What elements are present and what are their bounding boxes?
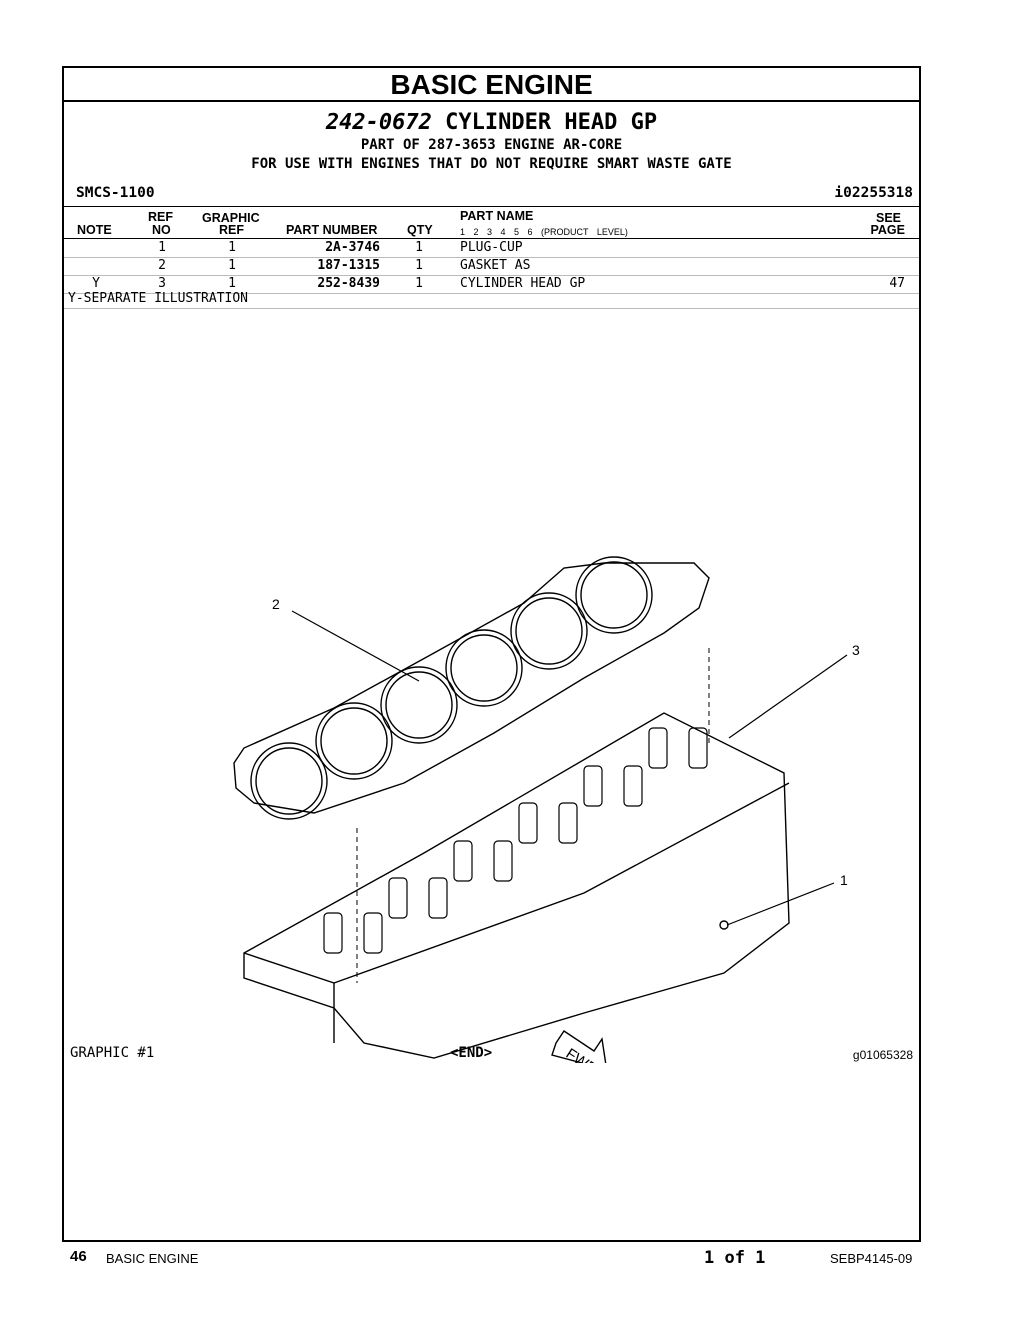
- header-gref-bottom: REF: [219, 223, 244, 237]
- gasket-bore: [575, 556, 653, 634]
- row-part-name: CYLINDER HEAD GP: [460, 276, 586, 291]
- exploded-illustration: 2 3 1 FWD: [233, 556, 860, 1063]
- header-levels: 1 2 3 4 5 6 (PRODUCT LEVEL): [460, 227, 628, 237]
- page-frame: BASIC ENGINE 242-0672 CYLINDER HEAD GP P…: [62, 66, 921, 1242]
- row-part-number: 252-8439: [317, 276, 380, 291]
- table-row: 1 1 2A-3746 1 PLUG-CUP: [64, 239, 919, 258]
- page-of: 1 of 1: [704, 1248, 766, 1268]
- divider: [64, 308, 919, 309]
- header-part-number: PART NUMBER: [286, 223, 378, 237]
- row-gref: 1: [228, 276, 236, 291]
- callout-2: 2: [272, 596, 280, 612]
- row-gref: 1: [228, 258, 236, 273]
- fwd-arrow-icon: FWD: [551, 1030, 607, 1063]
- gasket-bore: [315, 702, 393, 780]
- separate-illustration-note: Y-SEPARATE ILLUSTRATION: [68, 291, 249, 306]
- row-part-number: 187-1315: [317, 258, 380, 273]
- smcs-code: SMCS-1100: [76, 185, 155, 201]
- gasket-bore: [510, 592, 588, 670]
- end-marker: <END>: [450, 1045, 493, 1061]
- part-of-line: PART OF 287-3653 ENGINE AR-CORE: [360, 137, 623, 153]
- header-ref-top: REF: [148, 210, 173, 224]
- page-number: 46: [70, 1248, 87, 1265]
- table-row: 2 1 187-1315 1 GASKET AS: [64, 257, 919, 276]
- info-id: i02255318: [834, 185, 913, 201]
- group-number: 242-0672: [325, 110, 432, 135]
- header-gref-top: GRAPHIC: [202, 211, 260, 225]
- document-number: SEBP4145-09: [830, 1251, 913, 1266]
- gasket-bore: [380, 666, 458, 744]
- row-part-name: GASKET AS: [460, 258, 531, 273]
- gasket-bore: [445, 629, 523, 707]
- graphic-label: GRAPHIC #1: [70, 1045, 155, 1061]
- use-with-line: FOR USE WITH ENGINES THAT DO NOT REQUIRE…: [251, 156, 732, 172]
- header-ref-bottom: NO: [152, 223, 171, 237]
- row-part-name: PLUG-CUP: [460, 240, 523, 255]
- plug-cup: [719, 920, 729, 930]
- table-header: NOTE REF NO GRAPHIC REF PART NUMBER QTY …: [64, 208, 919, 239]
- row-part-number: 2A-3746: [325, 240, 380, 255]
- table-row: Y 3 1 252-8439 1 CYLINDER HEAD GP 47: [64, 275, 919, 294]
- header-qty: QTY: [407, 223, 433, 237]
- header-see-bottom: PAGE: [870, 223, 906, 237]
- header-part-name: PART NAME: [460, 209, 534, 223]
- callout-1: 1: [840, 872, 848, 888]
- gasket-outline: [233, 562, 710, 814]
- smcs-row: SMCS-1100 i02255318: [64, 182, 919, 207]
- group-name: CYLINDER HEAD GP: [445, 110, 658, 135]
- group-title: 242-0672 CYLINDER HEAD GP: [64, 110, 919, 136]
- row-gref: 1: [228, 240, 236, 255]
- header-note: NOTE: [77, 223, 112, 237]
- header-see-top: SEE: [875, 211, 901, 225]
- row-ref: 3: [158, 276, 166, 291]
- row-see-page: 47: [889, 276, 905, 291]
- graphic-id: g01065328: [852, 1048, 913, 1062]
- gasket-bore: [250, 742, 328, 820]
- row-qty: 1: [415, 276, 423, 291]
- footer-section: BASIC ENGINE: [106, 1251, 199, 1266]
- section-title: BASIC ENGINE: [64, 68, 919, 102]
- row-ref: 2: [158, 258, 166, 273]
- row-note: Y: [92, 276, 100, 291]
- cylinder-head-outline: [243, 712, 790, 1059]
- row-qty: 1: [415, 240, 423, 255]
- row-ref: 1: [158, 240, 166, 255]
- callout-3: 3: [852, 642, 860, 658]
- row-qty: 1: [415, 258, 423, 273]
